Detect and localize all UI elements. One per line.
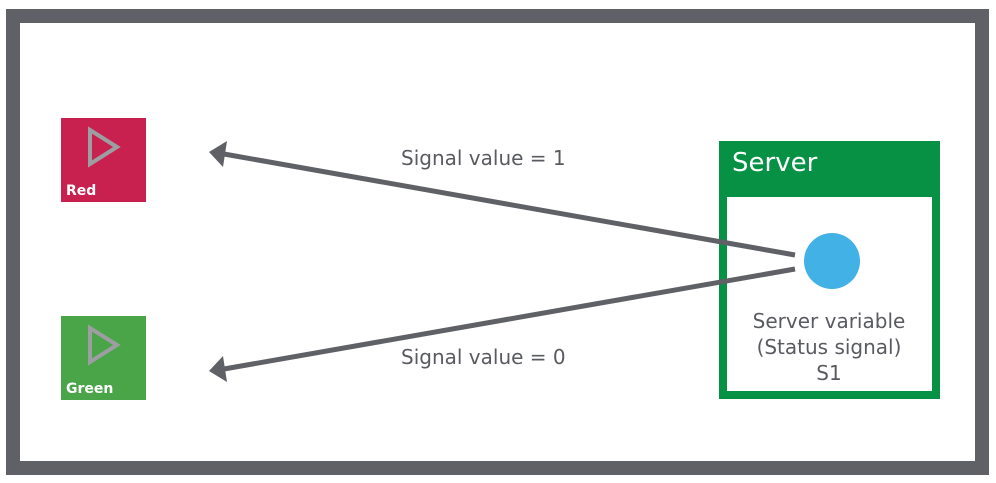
arrow-to-green (223, 266, 796, 372)
red-tile: Red (61, 118, 146, 202)
red-tile-label: Red (66, 183, 97, 199)
server-inner-panel (727, 197, 932, 391)
arrowhead-red (209, 141, 227, 167)
server-variable-line3: S1 (816, 361, 842, 385)
green-tile: Green (61, 316, 146, 400)
play-icon (88, 126, 121, 168)
signal-value-1-label: Signal value = 1 (401, 146, 566, 170)
server-variable-line2: (Status signal) (756, 335, 902, 359)
signal-value-0-label: Signal value = 0 (401, 345, 566, 369)
status-signal-dot (804, 233, 860, 289)
green-tile-label: Green (66, 381, 114, 397)
play-icon (88, 324, 121, 366)
server-title: Server (732, 148, 818, 178)
arrowhead-green (209, 356, 227, 382)
server-variable-label: Server variable (Status signal) S1 (728, 308, 930, 386)
server-box: Server (719, 141, 940, 399)
arrow-to-red (223, 151, 796, 258)
server-variable-line1: Server variable (752, 309, 906, 333)
